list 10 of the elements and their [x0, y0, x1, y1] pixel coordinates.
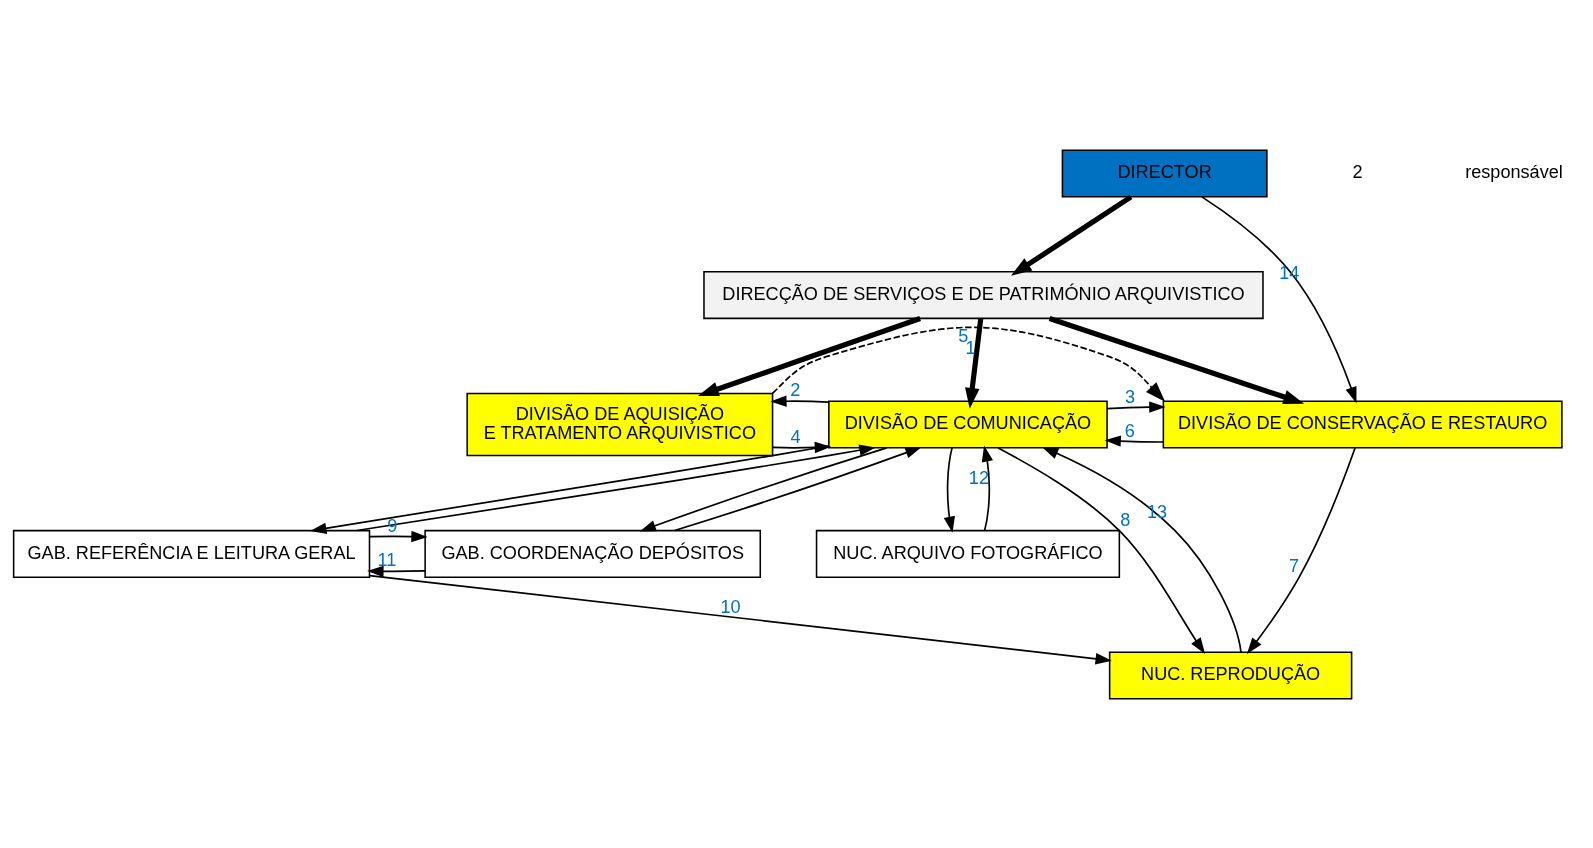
edge-label: 7: [1289, 555, 1300, 576]
label: 2: [1352, 161, 1363, 182]
edge-label: 11: [377, 549, 397, 570]
edge-label: 8: [1120, 509, 1131, 530]
edge-label: 2: [790, 379, 801, 400]
edge-label: 3: [1124, 386, 1136, 407]
edge-label: 10: [720, 596, 741, 617]
edge-label: 4: [790, 426, 801, 447]
edge-label: 6: [1124, 420, 1135, 441]
label: responsável: [1465, 161, 1563, 182]
